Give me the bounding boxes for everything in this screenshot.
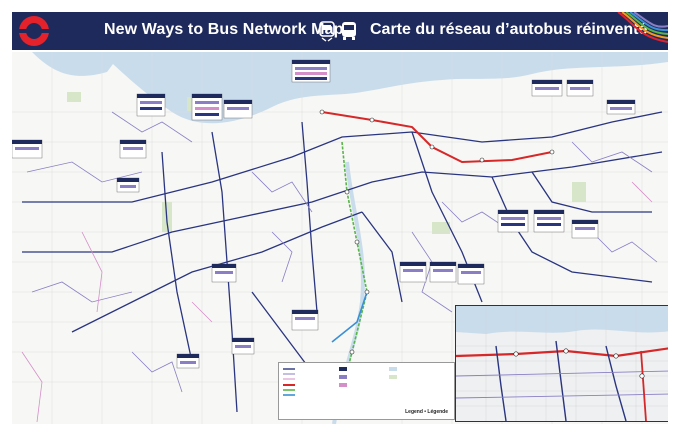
train-icon (319, 21, 335, 42)
legend-swatches (283, 367, 397, 396)
timetable-box (566, 79, 594, 97)
network-map[interactable]: Legend • Légende (12, 52, 668, 424)
station (369, 117, 375, 123)
river-west (32, 52, 122, 76)
timetable-box (116, 177, 140, 193)
bus-icon (342, 22, 356, 40)
timetable-box (119, 139, 147, 159)
lrt-line-2 (341, 141, 368, 393)
local-routes (26, 111, 658, 393)
map-canvas (12, 52, 668, 424)
timetable-box (191, 93, 223, 121)
timetable-box (571, 219, 599, 239)
network-swoosh-graphic (617, 12, 668, 43)
timetable-box (606, 99, 636, 115)
timetable-box (291, 59, 331, 83)
route-timetables (12, 59, 636, 369)
legend-title: Legend • Légende (405, 409, 448, 415)
timetable-box (497, 209, 529, 233)
frequent-routes (22, 111, 663, 413)
timetable-box (533, 209, 565, 233)
station (549, 149, 555, 155)
park (432, 222, 450, 234)
oc-transpo-logo (18, 16, 50, 46)
park (572, 182, 586, 202)
timetable-box (231, 337, 255, 355)
station (349, 349, 355, 355)
timetable-box (429, 261, 457, 283)
station (319, 109, 325, 115)
station (344, 189, 350, 195)
title-french: Carte du réseau d’autobus réinventé (370, 21, 648, 38)
timetable-box (136, 93, 166, 117)
timetable-box (531, 79, 563, 97)
park (67, 92, 81, 102)
timetable-box (223, 99, 253, 119)
timetable-box (211, 263, 237, 283)
station (429, 144, 435, 150)
timetable-box (176, 353, 200, 369)
inset-canvas (456, 306, 668, 421)
lrt-line-1 (321, 111, 553, 164)
title-english: New Ways to Bus Network Map (104, 21, 344, 38)
station (364, 289, 370, 295)
timetable-box (291, 309, 319, 331)
timetable-box (457, 263, 485, 285)
timetable-box (399, 261, 427, 283)
downtown-inset-map[interactable] (455, 305, 668, 422)
timetable-box (12, 139, 43, 159)
stations (319, 109, 555, 355)
station (354, 239, 360, 245)
legend: Legend • Légende (278, 362, 455, 420)
transit-mode-icons (319, 21, 356, 42)
station (479, 157, 485, 163)
lrt-line-4 (331, 291, 368, 343)
map-header: New Ways to Bus Network Map Carte du rés… (12, 12, 668, 50)
connexion-routes (21, 181, 653, 423)
